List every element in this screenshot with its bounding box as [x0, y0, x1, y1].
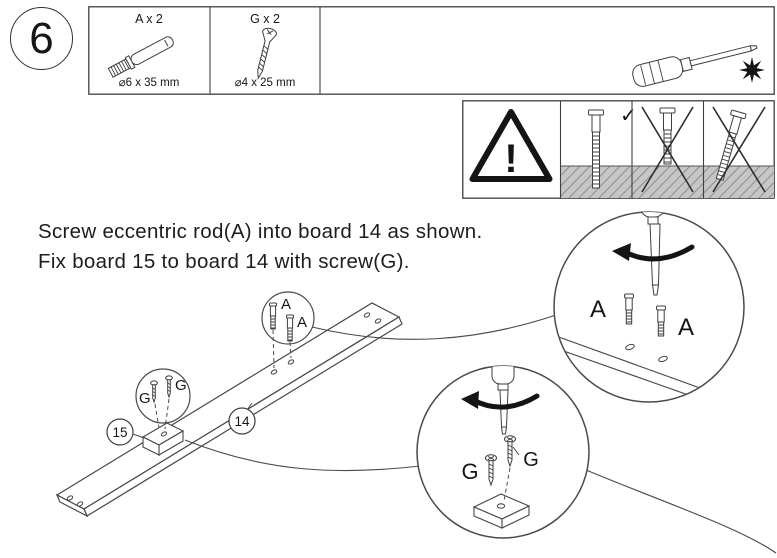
detail-callout-screw-g: G G: [416, 365, 590, 539]
warning-triangle-icon: !: [469, 109, 553, 182]
callout-leader-a: [311, 314, 557, 340]
part-g-label: G x 2: [250, 12, 280, 26]
board-14-number: 14: [228, 402, 256, 435]
cross-out-icon-2: [712, 106, 766, 193]
fitting-wrong-2-icon: [715, 109, 747, 181]
callout-leader-g: [184, 439, 421, 472]
rotation-arrow-g: [461, 391, 540, 410]
part-a-label: A x 2: [135, 12, 163, 26]
eccentric-rod-icon: [107, 36, 174, 78]
screw-g-callout-bubble: G G: [135, 368, 191, 424]
fitting-correct-icon: [588, 109, 604, 189]
screw-detail-2: [485, 454, 497, 487]
alignment-dashes: [154, 329, 292, 430]
cross-out-icon-1: [641, 106, 694, 193]
board-15-number: 15: [106, 418, 145, 446]
screw-icon: [257, 27, 277, 80]
exclamation-mark: !: [504, 137, 517, 181]
instruction-text: Screw eccentric rod(A) into board 14 as …: [38, 217, 483, 277]
step-number: 6: [29, 13, 54, 63]
warning-box-border: [462, 100, 775, 199]
instruction-line-1: Screw eccentric rod(A) into board 14 as …: [38, 220, 483, 243]
screwdriver-detail-a: [640, 212, 665, 296]
part-a-dimension: ⌀6 x 35 mm: [119, 77, 180, 89]
label-g-detail-2: G: [523, 449, 539, 471]
label-a-1: A: [281, 296, 291, 313]
warning-panel: ! ✓: [462, 100, 775, 199]
eccentric-rod-small-2: [286, 314, 294, 342]
screwdriver-icon: [632, 45, 765, 87]
eccentric-rod-detail-1: [624, 293, 634, 325]
label-g-detail-1: G: [461, 459, 478, 484]
instruction-line-2: Fix board 15 to board 14 with screw(G).: [38, 250, 410, 273]
parts-box: A x 2 ⌀6 x 35 mm G x 2 ⌀4 x 25 mm: [88, 6, 775, 95]
pozidriv-icon: [739, 57, 765, 83]
label-g-1: G: [139, 390, 151, 407]
detail-callout-rod-a: A A: [553, 211, 745, 403]
step-number-badge: 6: [10, 7, 73, 70]
eccentric-rod-small-1: [269, 302, 277, 330]
board-14-holes: [66, 312, 382, 507]
checkmark-icon: ✓: [620, 105, 637, 127]
label-a-detail-1: A: [590, 296, 606, 323]
callout-tail-curve: [585, 469, 777, 554]
label-g-leader: [512, 446, 520, 456]
rotation-arrow-a: [612, 243, 695, 262]
parts-box-border: [88, 6, 775, 95]
label-g-2: G: [175, 377, 187, 394]
board-15: [141, 422, 185, 456]
label-board-15: 15: [112, 425, 127, 440]
screw-small-2: [165, 375, 173, 399]
board-15-detail-block: [472, 493, 531, 529]
screw-alignment-dash: [503, 467, 511, 502]
label-a-detail-2: A: [678, 314, 694, 341]
fitting-wrong-1-icon: [659, 107, 676, 165]
screw-detail-1: [504, 435, 516, 468]
screw-small-1: [150, 380, 158, 404]
pilot-hole-2: [658, 355, 668, 363]
label-a-2: A: [297, 314, 307, 331]
part-g-dimension: ⌀4 x 25 mm: [235, 77, 296, 89]
label-board-14: 14: [234, 414, 250, 429]
pilot-hole-1: [625, 343, 635, 351]
rod-a-callout-bubble: A A: [261, 291, 315, 345]
eccentric-rod-detail-2: [656, 305, 666, 337]
